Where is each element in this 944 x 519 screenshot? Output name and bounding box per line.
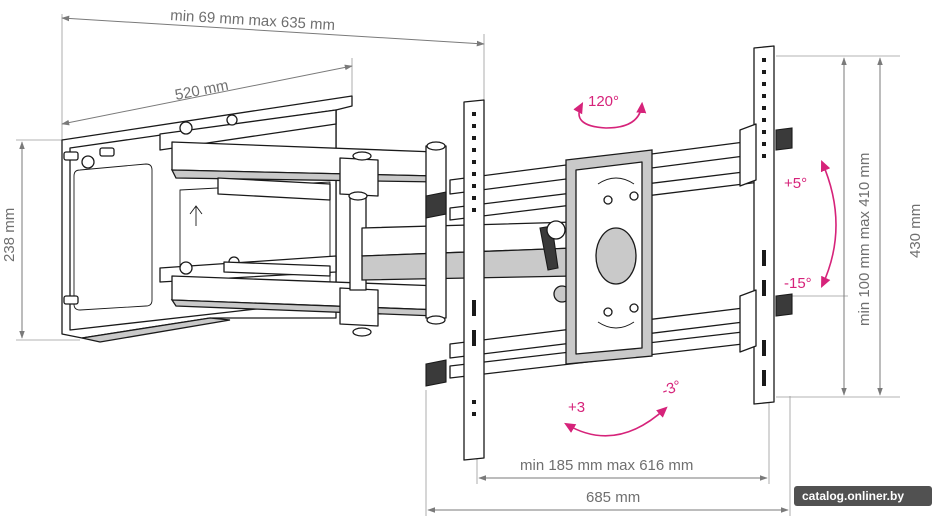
rotation-arcs xyxy=(564,101,837,437)
tv-bracket-frame xyxy=(425,45,793,461)
watermark-text: catalog.onliner.by xyxy=(802,489,904,503)
horizontal-hole-spacing-label: min 185 mm max 616 mm xyxy=(520,457,693,474)
left-rail-holes xyxy=(472,112,476,416)
watermark: catalog.onliner.by xyxy=(794,486,932,506)
tilt-up-label: +5° xyxy=(784,175,807,192)
arm-length-label: 520 mm xyxy=(174,77,230,104)
right-rail-holes xyxy=(762,58,766,386)
rotate-minus-label: -3° xyxy=(660,377,684,400)
swivel-angle-label: 120° xyxy=(588,93,619,110)
vertical-rail-length-label: 430 mm xyxy=(907,204,924,258)
tilt-down-label: -15° xyxy=(784,275,812,292)
rotate-plus-label: +3 xyxy=(568,399,585,416)
wall-plate-height-label: 238 mm xyxy=(1,208,18,262)
vertical-hole-spacing-label: min 100 mm max 410 mm xyxy=(856,153,873,326)
horizontal-width-label: 685 mm xyxy=(586,489,640,506)
